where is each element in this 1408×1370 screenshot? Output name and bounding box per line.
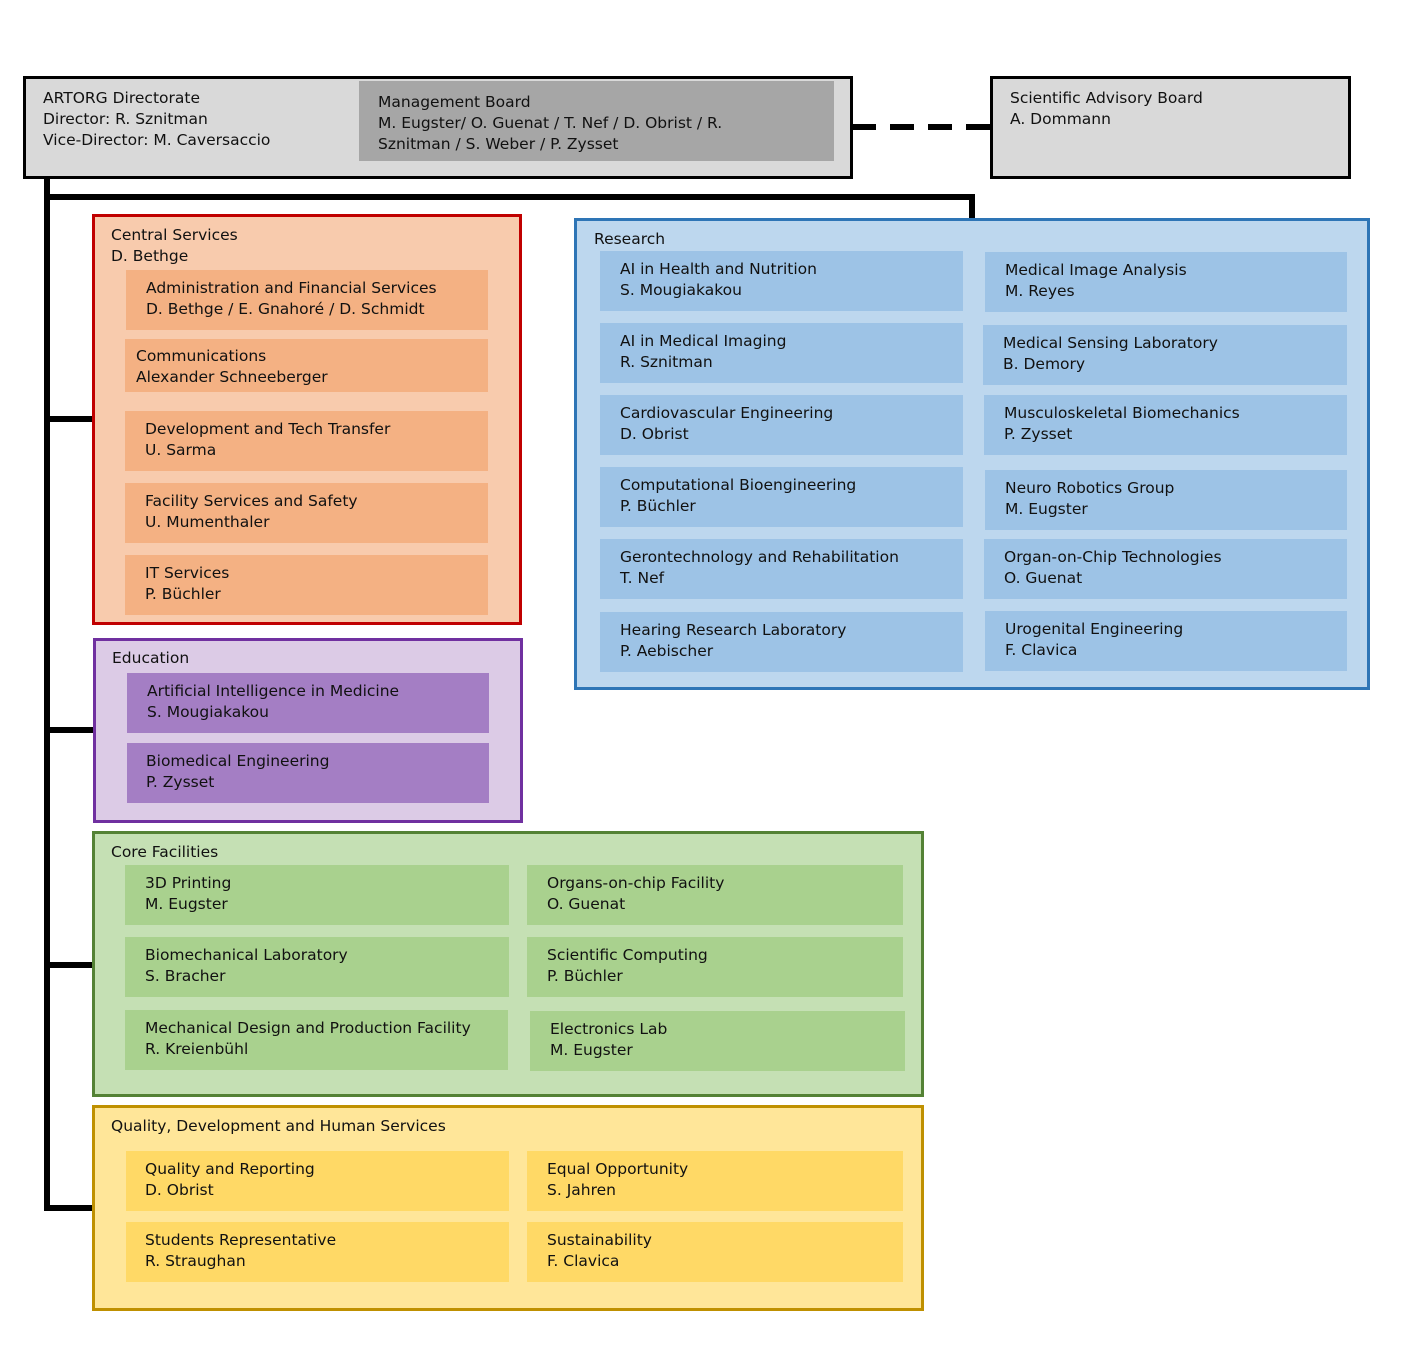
directorate-vice-director: Vice-Director: M. Caversaccio	[43, 131, 271, 149]
central-services-head: D. Bethge	[111, 247, 189, 265]
research-title: Research	[594, 230, 666, 248]
directorate-title: ARTORG Directorate	[43, 89, 200, 107]
advisory-board-person: A. Dommann	[1010, 110, 1111, 128]
education-connector	[44, 727, 94, 733]
management-board-line2: Sznitman / S. Weber / P. Zysset	[378, 135, 619, 153]
core-facilities-title: Core Facilities	[111, 843, 219, 861]
central-connector	[44, 416, 94, 422]
directorate-text: ARTORG Directorate Director: R. Sznitman…	[43, 88, 270, 151]
central-services-title: Central Services	[111, 226, 238, 244]
management-board-title: Management Board	[378, 93, 531, 111]
trunk-line	[44, 176, 50, 1211]
quality-title: Quality, Development and Human Services	[111, 1117, 446, 1135]
quality-connector	[44, 1205, 94, 1211]
education-title: Education	[112, 649, 190, 667]
directorate-director: Director: R. Sznitman	[43, 110, 208, 128]
research-connector-v	[969, 194, 975, 220]
research-connector-h	[44, 194, 975, 200]
management-board-line1: M. Eugster/ O. Guenat / T. Nef / D. Obri…	[378, 114, 723, 132]
advisory-board-title: Scientific Advisory Board	[1010, 89, 1203, 107]
core-connector	[44, 962, 94, 968]
advisory-board-box: Scientific Advisory Board A. Dommann	[990, 76, 1351, 179]
core-unit: Mechanical Design and Production Facilit…	[125, 1010, 508, 1070]
central-services-heading: Central Services D. Bethge	[111, 225, 238, 267]
management-board-box: Management Board M. Eugster/ O. Guenat /…	[359, 81, 834, 161]
directorate-box: ARTORG Directorate Director: R. Sznitman…	[23, 76, 853, 179]
advisory-dashed-line	[852, 124, 992, 130]
